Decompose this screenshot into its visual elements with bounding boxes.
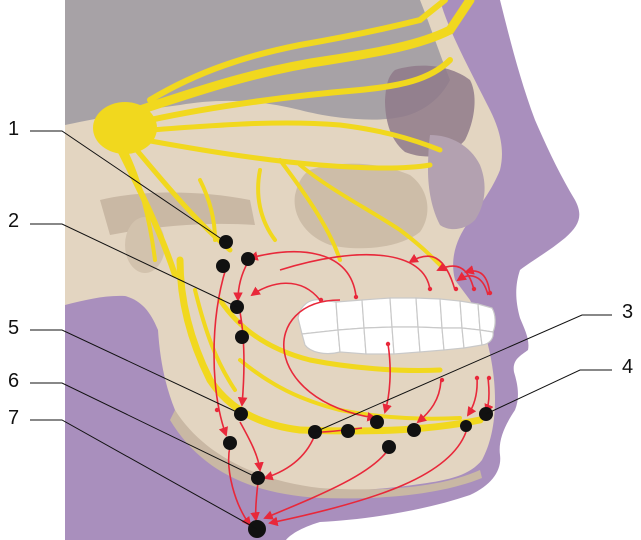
lymph-node: [223, 436, 237, 450]
lymph-node: [407, 423, 421, 437]
callout-label-4: 4: [622, 357, 633, 377]
lymph-node: [216, 259, 230, 273]
callout-label-7: 7: [8, 408, 19, 428]
lymph-node: [370, 415, 384, 429]
lymph-node: [235, 330, 249, 344]
lymph-node: [241, 252, 255, 266]
callout-label-5: 5: [8, 318, 19, 338]
lymph-node: [460, 420, 472, 432]
callout-label-3: 3: [622, 302, 633, 322]
lymph-node: [382, 440, 396, 454]
callout-label-2: 2: [8, 211, 19, 231]
lymph-node: [341, 424, 355, 438]
callout-label-6: 6: [8, 371, 19, 391]
callout-label-1: 1: [8, 119, 19, 139]
